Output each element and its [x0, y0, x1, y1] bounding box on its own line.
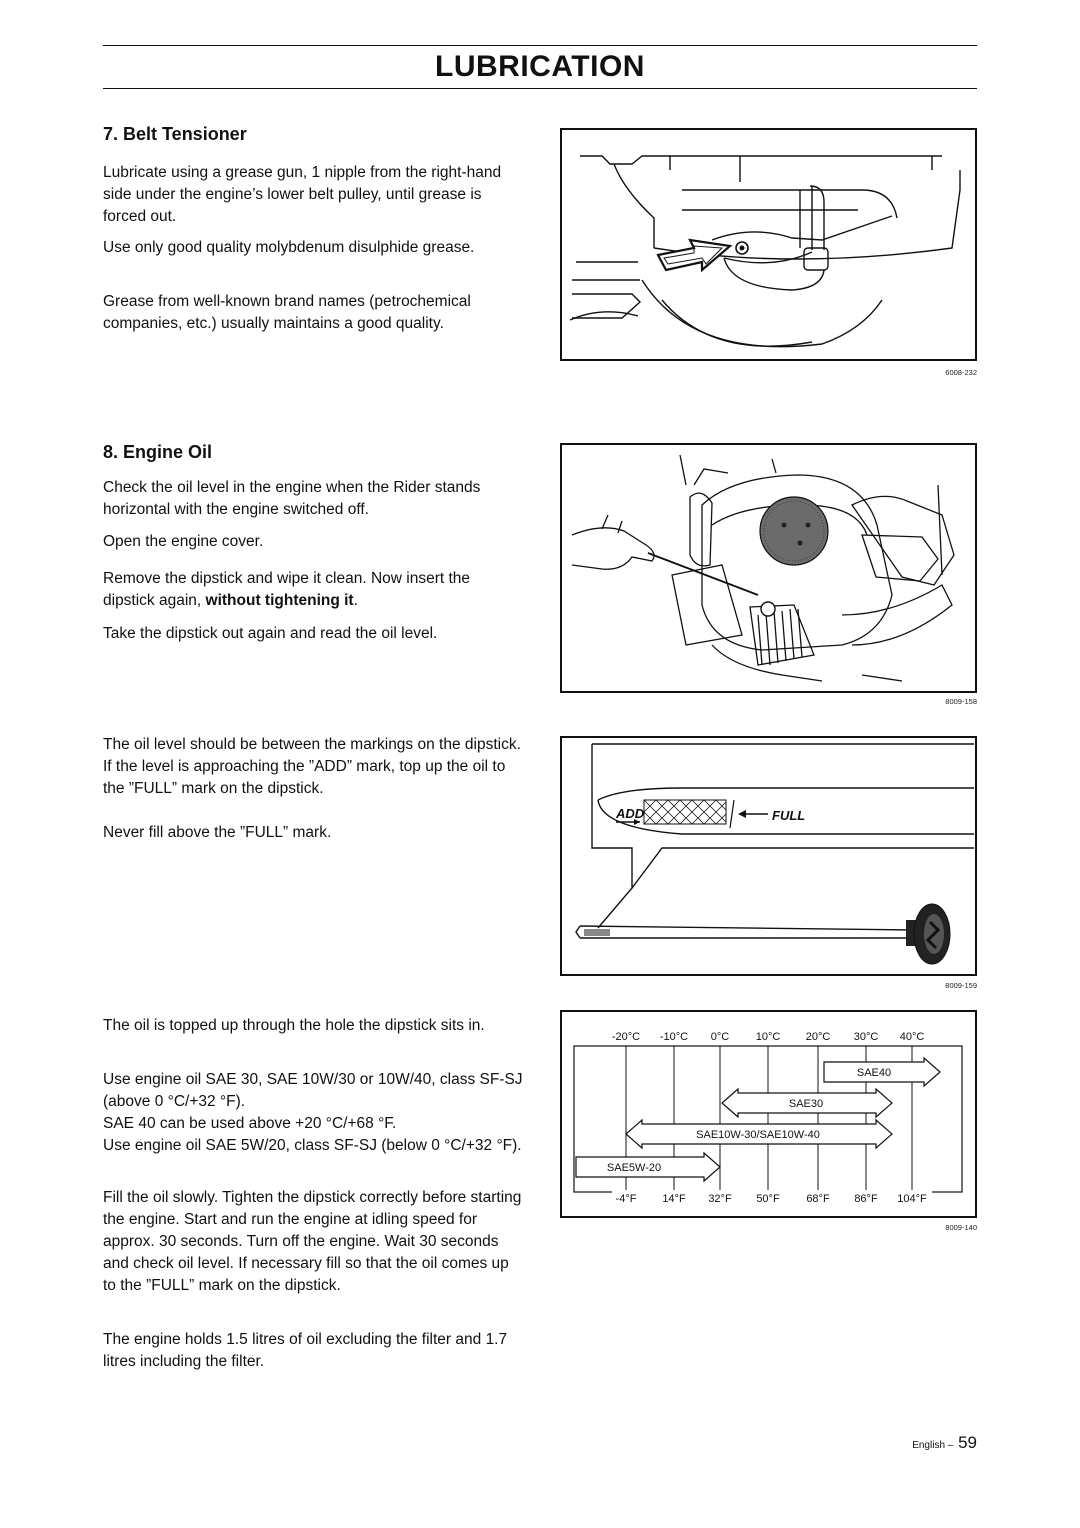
viscosity-figure-code: 8009-140 — [945, 1223, 977, 1232]
grade-label: SAE5W-20 — [607, 1162, 661, 1174]
dipstick-figure: ADD FULL — [560, 736, 977, 976]
fill-instructions-paragraph: Fill the oil slowly. Tighten the dipstic… — [103, 1189, 522, 1294]
grade-bar: SAE10W-30/SAE10W-40 — [625, 1118, 893, 1150]
dipstick-full-label: FULL — [772, 808, 805, 823]
fahrenheit-label: -4°F — [616, 1193, 637, 1205]
celsius-label: 0°C — [711, 1031, 730, 1043]
fahrenheit-label: 104°F — [897, 1193, 927, 1205]
grade-bar: SAE40 — [823, 1056, 941, 1088]
dipstick-cap-icon — [906, 903, 951, 965]
engine-oil-heading: 8. Engine Oil — [103, 442, 213, 462]
engine-oil-paragraph-2: Open the engine cover. — [103, 533, 264, 550]
page-footer: English – 59 — [912, 1433, 977, 1453]
oil-grade-line-1: Use engine oil SAE 30, SAE 10W/30 or 10W… — [103, 1071, 523, 1110]
page-title: LUBRICATION — [435, 50, 645, 83]
footer-language: English – — [912, 1440, 954, 1451]
grade-bar: SAE30 — [721, 1087, 893, 1119]
celsius-label: -10°C — [660, 1031, 688, 1043]
belt-paragraph-3: Grease from well-known brand names (petr… — [103, 293, 471, 332]
belt-paragraph-1: Lubricate using a grease gun, 1 nipple f… — [103, 164, 502, 225]
celsius-label: -20°C — [612, 1031, 640, 1043]
arrow-icon — [656, 238, 733, 273]
header-bottom-rule — [103, 88, 977, 89]
dipstick-illustration: ADD FULL — [575, 743, 974, 965]
engine-figure-code: 8009-158 — [945, 697, 977, 706]
engine-oil-paragraph-1: Check the oil level in the engine when t… — [103, 479, 481, 518]
grade-label: SAE30 — [789, 1098, 823, 1110]
celsius-label: 30°C — [854, 1031, 879, 1043]
celsius-label: 40°C — [900, 1031, 925, 1043]
oil-level-paragraph: The oil level should be between the mark… — [103, 736, 521, 797]
fahrenheit-label: 32°F — [708, 1193, 732, 1205]
viscosity-chart-svg: -20°C -10°C 0°C 10°C 20°C 30°C 40°C -4°F… — [573, 1031, 963, 1205]
oil-level-warning: Never fill above the ”FULL” mark. — [103, 824, 332, 841]
page-number: 59 — [958, 1433, 977, 1452]
belt-tensioner-figure — [560, 128, 977, 361]
dipstick-instruction-end: . — [353, 592, 358, 609]
grade-label: SAE10W-30/SAE10W-40 — [696, 1129, 820, 1141]
top-up-paragraph: The oil is topped up through the hole th… — [103, 1017, 485, 1034]
fahrenheit-label: 14°F — [662, 1193, 686, 1205]
fahrenheit-label: 86°F — [854, 1193, 878, 1205]
oil-capacity-paragraph: The engine holds 1.5 litres of oil exclu… — [103, 1331, 508, 1370]
belt-tensioner-illustration — [569, 155, 961, 348]
grade-bar: SAE5W-20 — [575, 1151, 721, 1183]
engine-oil-paragraph-3: Remove the dipstick and wipe it clean. N… — [103, 568, 523, 612]
grade-label: SAE40 — [857, 1067, 891, 1079]
engine-illustration — [571, 454, 955, 682]
crosshatch-range — [643, 799, 727, 825]
fahrenheit-label: 68°F — [806, 1193, 830, 1205]
fahrenheit-label: 50°F — [756, 1193, 780, 1205]
belt-paragraph-2: Use only good quality molybdenum disulph… — [103, 239, 475, 256]
oil-viscosity-chart: -20°C -10°C 0°C 10°C 20°C 30°C 40°C -4°F… — [560, 1010, 977, 1218]
dipstick-emphasis-text: without tightening it — [205, 592, 354, 609]
header-top-rule — [103, 45, 977, 46]
engine-figure — [560, 443, 977, 693]
celsius-label: 20°C — [806, 1031, 831, 1043]
oil-grade-line-2: SAE 40 can be used above +20 °C/+68 °F. — [103, 1115, 397, 1132]
engine-oil-paragraph-4: Take the dipstick out again and read the… — [103, 625, 438, 642]
belt-figure-code: 6008-232 — [945, 368, 977, 377]
celsius-label: 10°C — [756, 1031, 781, 1043]
dipstick-add-label: ADD — [615, 806, 645, 821]
dipstick-figure-code: 8009-159 — [945, 981, 977, 990]
dipstick-instruction-text: Remove the dipstick and wipe it clean. N… — [103, 570, 471, 609]
belt-tensioner-heading: 7. Belt Tensioner — [103, 124, 247, 144]
air-filter-cover — [759, 496, 829, 566]
oil-grade-line-3: Use engine oil SAE 5W/20, class SF-SJ (b… — [103, 1137, 522, 1154]
dipstick-pull-icon — [647, 552, 776, 617]
